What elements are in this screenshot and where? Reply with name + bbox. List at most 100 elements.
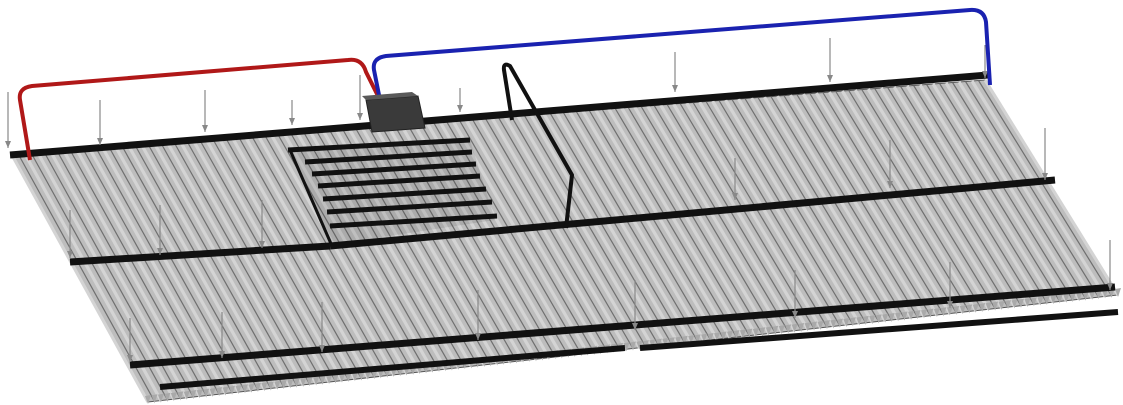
tube-slat bbox=[666, 104, 802, 331]
tube-slat bbox=[957, 81, 1094, 299]
tube-slat bbox=[796, 94, 931, 316]
tube-end bbox=[972, 303, 979, 313]
tube-end bbox=[1115, 288, 1121, 297]
tube-end bbox=[933, 307, 940, 317]
tube-end bbox=[1056, 294, 1063, 304]
tube-end bbox=[694, 334, 701, 344]
tube-slat bbox=[939, 83, 1074, 301]
tube-slat bbox=[900, 86, 1035, 305]
hanger-arrow bbox=[632, 323, 638, 330]
tube-end bbox=[921, 309, 927, 319]
tube-end bbox=[287, 379, 294, 389]
tube-slat bbox=[477, 118, 615, 352]
tube-end bbox=[1063, 293, 1070, 303]
hanger-arrow bbox=[319, 345, 325, 352]
tube-slat bbox=[56, 151, 194, 398]
tube-slat bbox=[568, 111, 706, 342]
tube-slat bbox=[913, 85, 1048, 304]
tube-end bbox=[636, 340, 643, 350]
supply-pipe-red bbox=[17, 57, 382, 161]
tube-end bbox=[371, 370, 378, 380]
tube-end bbox=[649, 339, 656, 349]
tube-slat bbox=[659, 104, 797, 332]
tube-slat bbox=[783, 95, 919, 318]
tube-end bbox=[242, 384, 248, 394]
tube-slat bbox=[127, 145, 266, 390]
tube-end bbox=[630, 341, 636, 351]
tube-slat bbox=[238, 137, 375, 378]
tube-end bbox=[979, 302, 986, 312]
tube-end bbox=[953, 305, 960, 315]
tube-end bbox=[623, 342, 630, 352]
tube-end bbox=[675, 336, 682, 346]
tube-slat bbox=[879, 87, 1016, 308]
tube-end bbox=[1089, 290, 1096, 300]
tube-end bbox=[274, 380, 281, 390]
tube-end bbox=[1108, 288, 1115, 298]
tube-end bbox=[1030, 297, 1037, 307]
tube-end bbox=[908, 310, 915, 320]
tube-end bbox=[998, 300, 1005, 310]
tube-slat bbox=[861, 89, 996, 309]
hanger-arrow bbox=[357, 113, 363, 120]
tube-end bbox=[196, 389, 203, 399]
tube-end bbox=[1005, 300, 1012, 310]
tube-end bbox=[701, 333, 708, 343]
tube-slat bbox=[970, 80, 1107, 298]
hanger-arrow bbox=[289, 118, 295, 125]
tube-slat bbox=[95, 148, 233, 394]
tube-slat bbox=[179, 141, 318, 385]
hanger-arrow bbox=[792, 311, 798, 318]
tube-slat bbox=[251, 136, 388, 376]
tube-slat bbox=[653, 105, 789, 332]
tube-slat bbox=[472, 119, 608, 352]
tube-slat bbox=[827, 91, 965, 313]
tube-slat bbox=[926, 84, 1061, 302]
tube-end bbox=[707, 332, 714, 342]
tube-end bbox=[824, 320, 830, 330]
tube-slat bbox=[705, 101, 841, 326]
tube-slat bbox=[672, 103, 809, 331]
tube-slat bbox=[186, 141, 324, 384]
tube-end bbox=[164, 392, 171, 402]
tube-slat bbox=[692, 102, 828, 328]
tube-slat bbox=[62, 150, 202, 398]
tube-slat bbox=[36, 152, 176, 400]
tube-slat bbox=[147, 144, 285, 388]
tube-end bbox=[1011, 299, 1018, 309]
tube-end bbox=[746, 328, 753, 338]
tube-slat bbox=[757, 97, 893, 321]
tube-slat bbox=[620, 107, 758, 336]
tube-end bbox=[332, 374, 339, 384]
tube-slat bbox=[420, 123, 556, 358]
hanger-arrow bbox=[219, 351, 225, 358]
tube-end bbox=[1082, 291, 1089, 301]
tube-slat bbox=[809, 93, 944, 315]
tube-end bbox=[306, 377, 313, 387]
tube-slat bbox=[529, 114, 667, 346]
cutout-frame bbox=[287, 137, 498, 247]
tube-end bbox=[739, 329, 746, 339]
tube-slat bbox=[82, 149, 220, 395]
tube-slat bbox=[516, 115, 654, 348]
tube-slat bbox=[763, 96, 900, 321]
tube-slat bbox=[601, 109, 737, 338]
tube-end bbox=[293, 378, 300, 388]
tube-slat bbox=[614, 108, 750, 336]
tube-end bbox=[791, 323, 798, 333]
tube-end bbox=[688, 335, 695, 345]
tube-slat bbox=[173, 142, 311, 385]
tube-end bbox=[875, 314, 882, 324]
tube-slat bbox=[88, 148, 227, 395]
tube-slat bbox=[425, 122, 564, 358]
tube-slat bbox=[542, 113, 680, 345]
tube-slat bbox=[257, 135, 396, 376]
tube-slat bbox=[731, 99, 867, 324]
tube-slat bbox=[451, 120, 590, 355]
tube-end bbox=[895, 312, 902, 322]
hanger-arrow bbox=[457, 105, 463, 112]
tube-end bbox=[345, 372, 352, 382]
tube-slat bbox=[75, 149, 215, 396]
tube-end bbox=[209, 387, 216, 397]
